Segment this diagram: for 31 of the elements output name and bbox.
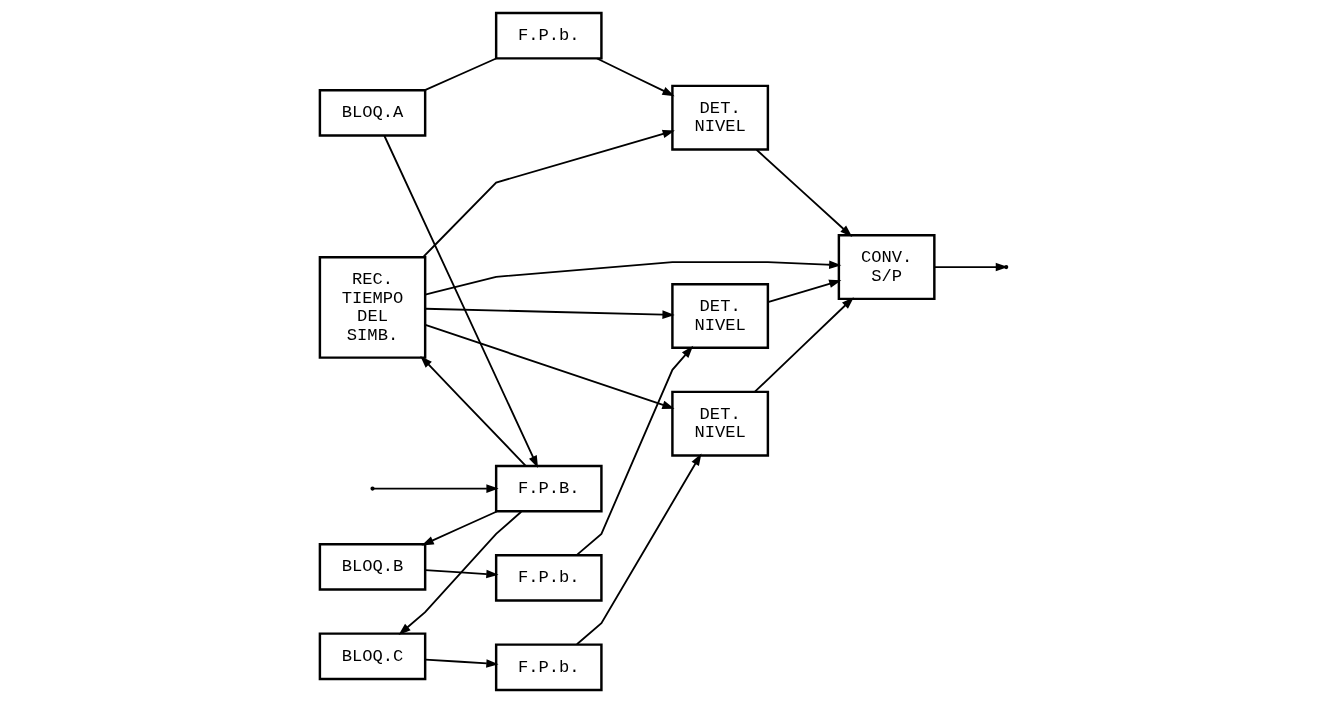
node-box: F.P.b. — [494, 643, 603, 692]
arrow — [421, 129, 675, 258]
node-box: BLOQ.B — [318, 543, 426, 591]
node-box: CONV. S/P — [837, 234, 936, 301]
arrow — [419, 355, 527, 467]
arrow — [575, 453, 701, 646]
node-box: BLOQ.C — [318, 632, 426, 681]
arrow — [421, 510, 498, 546]
arrow — [595, 57, 675, 97]
node-box: DET. NIVEL — [670, 390, 769, 457]
arrow — [424, 569, 499, 579]
node-box: DET. NIVEL — [670, 84, 769, 151]
arrow — [423, 260, 841, 296]
node-box: REC. TIEMPO DEL SIMB. — [318, 256, 426, 359]
arrow — [424, 307, 675, 319]
arrow — [753, 297, 854, 393]
arrow — [424, 658, 499, 668]
node-box: F.P.B. — [494, 464, 603, 513]
node-box: BLOQ.A — [318, 88, 426, 137]
arrow — [372, 484, 499, 493]
arrow — [933, 262, 1008, 272]
arrow — [755, 148, 852, 237]
arrow — [766, 279, 841, 304]
arrow — [398, 510, 522, 636]
node-box: F.P.b. — [494, 554, 603, 602]
connector — [423, 57, 497, 91]
arrow — [424, 323, 674, 409]
arrow — [575, 345, 693, 556]
arrow — [382, 134, 538, 468]
node-box: F.P.b. — [494, 11, 603, 60]
node-box: DET. NIVEL — [670, 282, 769, 350]
